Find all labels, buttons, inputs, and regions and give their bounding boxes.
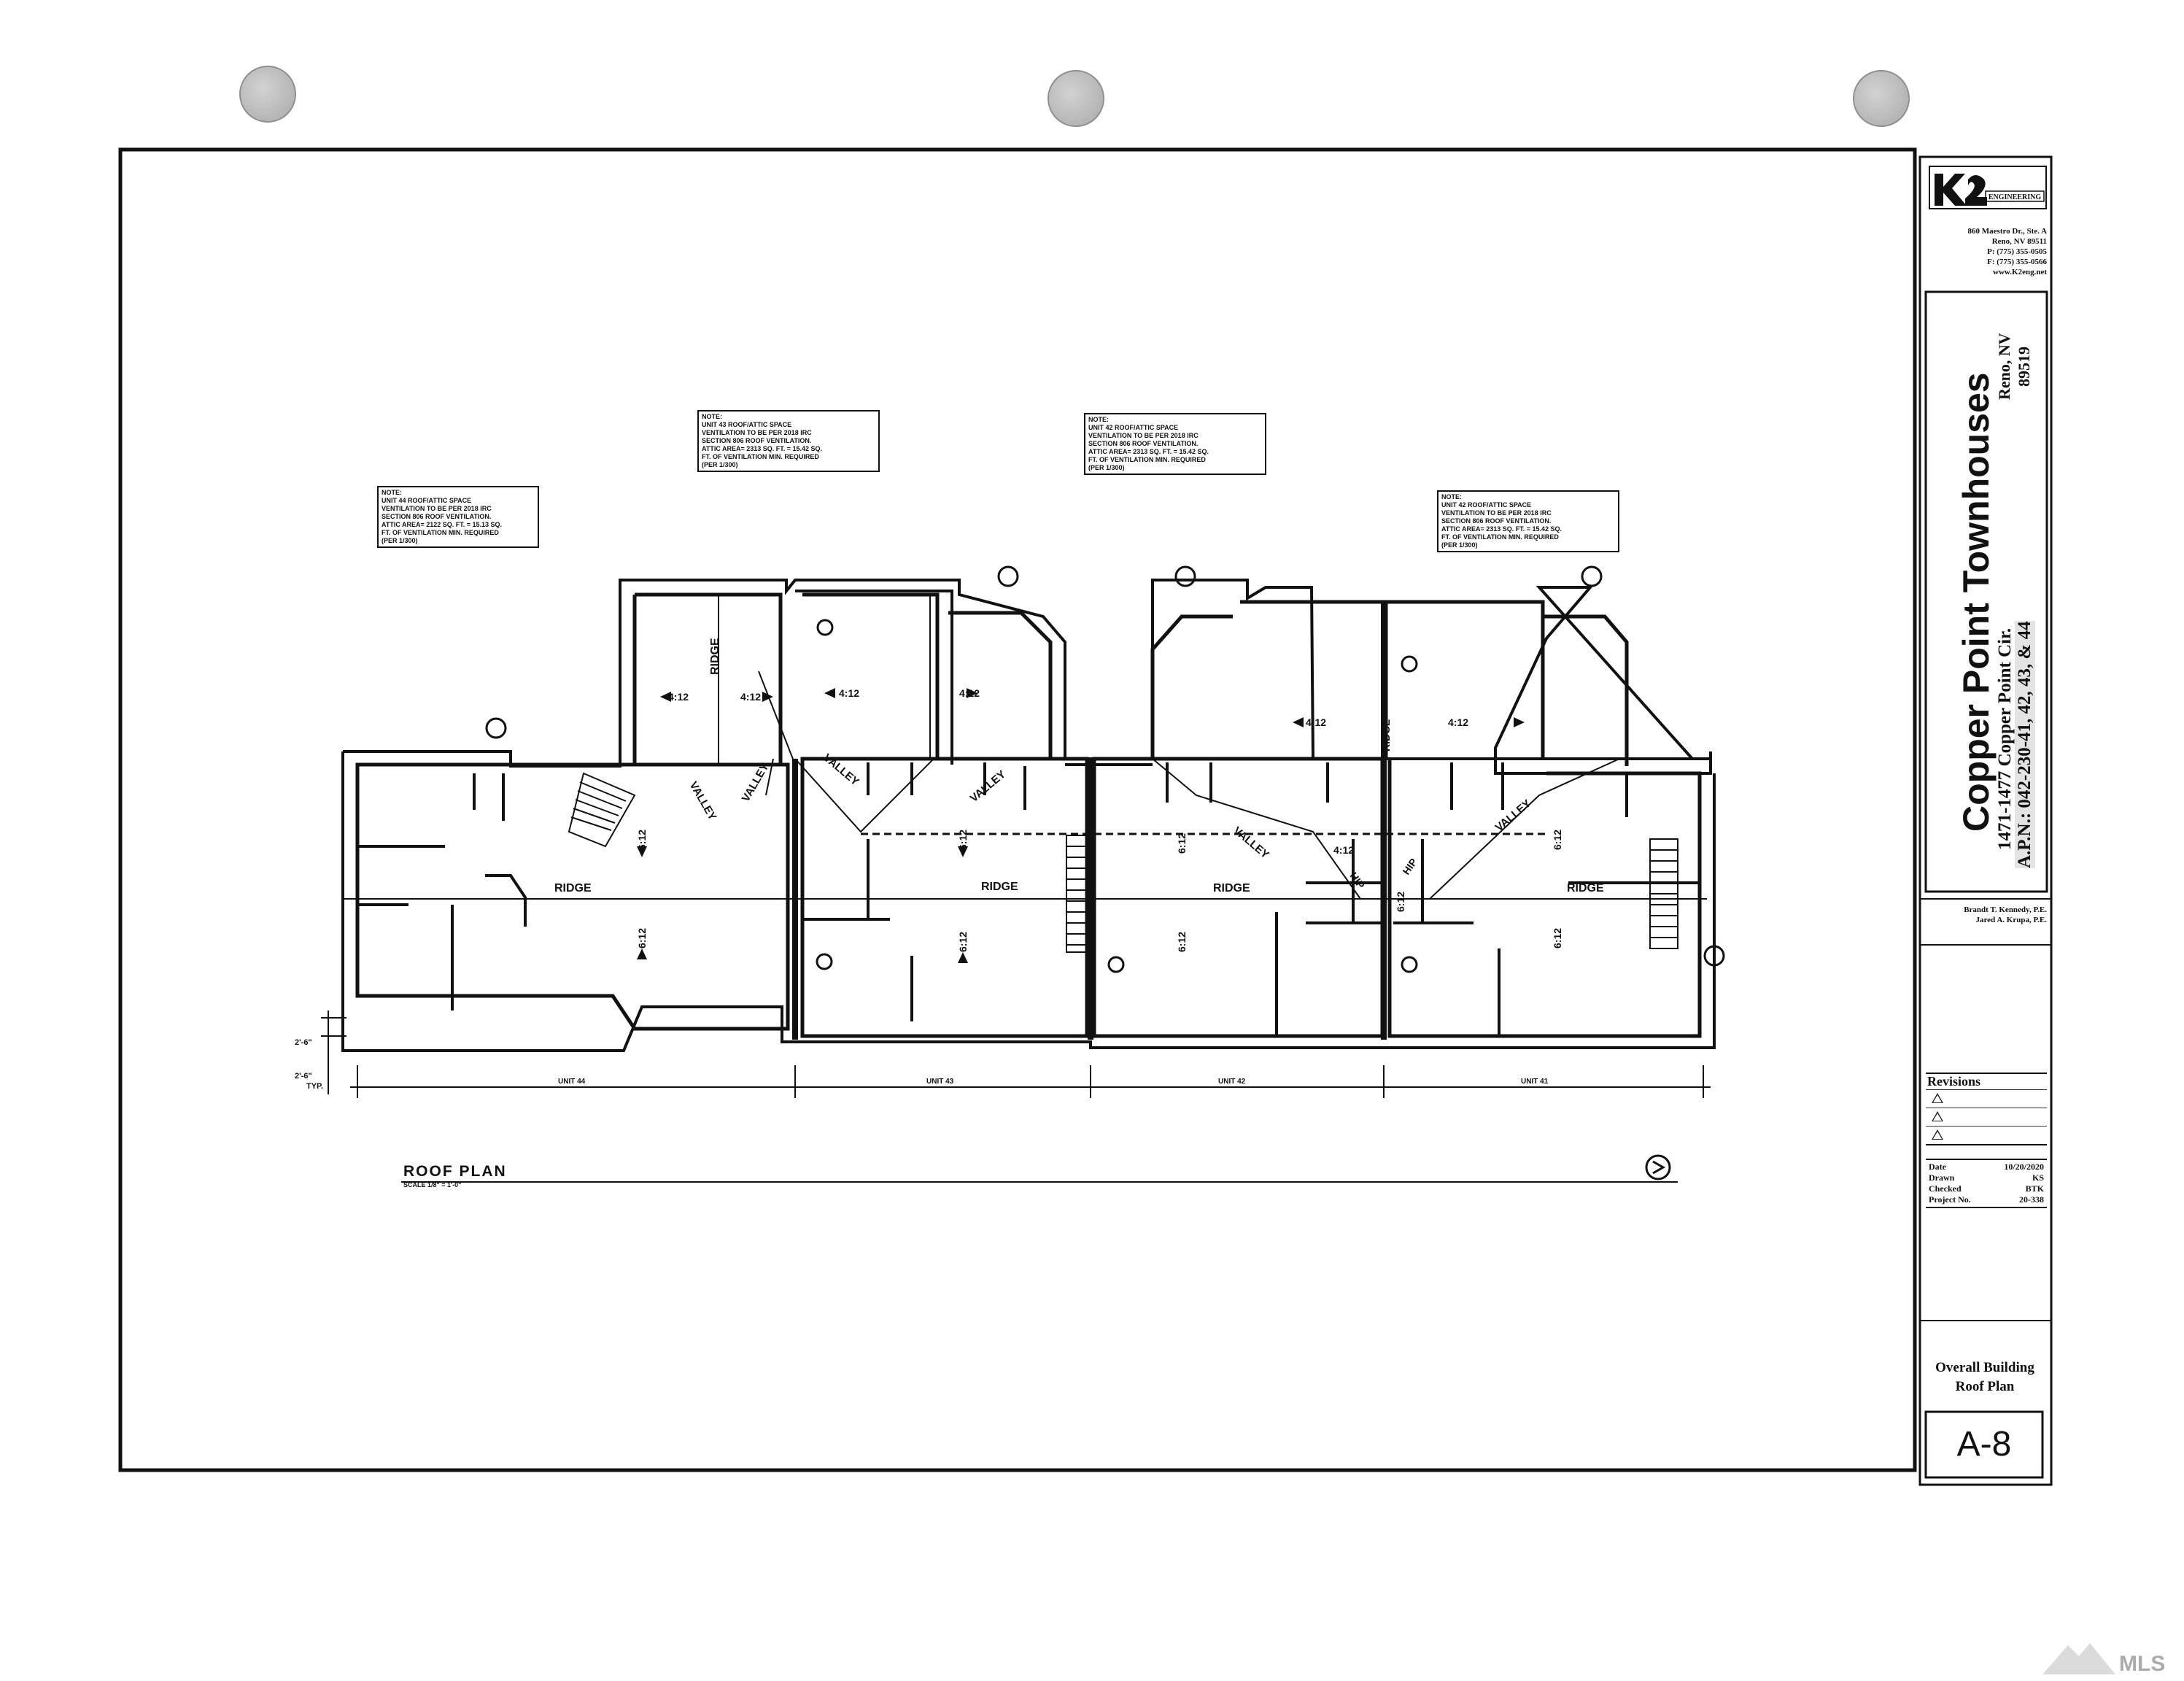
ridge-label: RIDGE (554, 882, 592, 894)
pitch-label: 6:12 (1395, 892, 1406, 912)
project-name: Copper Point Townhouses (1956, 372, 1997, 832)
plan-scale: SCALE 1/8" = 1'-0" (403, 1181, 461, 1189)
ridge-label: RIDGE (981, 881, 1018, 893)
roof-plan (321, 565, 1725, 1183)
pitch-label: 4:12 (1333, 844, 1354, 856)
firm-address-line: 860 Maestro Dr., Ste. A (1967, 227, 2047, 236)
pitch-label: 6:12 (636, 830, 648, 850)
punch-hole-right (1853, 70, 1910, 127)
date-label: Date (1929, 1162, 1946, 1172)
checked-row: Checked BTK (1929, 1183, 2044, 1194)
ridge-label: RIDGE (709, 638, 721, 675)
title-block-frame (1918, 155, 2053, 1486)
pitch-label: 4:12 (839, 687, 859, 699)
project-city: Reno, NV (1995, 333, 2013, 400)
ridge-label: RIDGE (1567, 882, 1604, 894)
drawn-value: KS (2032, 1172, 2044, 1183)
ventilation-note-unit-43: NOTE: UNIT 43 ROOF/ATTIC SPACE VENTILATI… (697, 410, 880, 472)
revisions-table: Revisions (1926, 1073, 2047, 1145)
slope-arrows (637, 688, 1525, 963)
revision-delta-icon (1932, 1129, 1943, 1140)
revisions-label: Revisions (1926, 1074, 2047, 1090)
pitch-label: 6:12 (1552, 830, 1563, 850)
mls-watermark-text: MLS (2119, 1652, 2165, 1676)
ventilation-note-unit-41: NOTE: UNIT 42 ROOF/ATTIC SPACE VENTILATI… (1437, 490, 1619, 552)
overhang-dimension: 2'-6" (295, 1072, 312, 1081)
unit-label: UNIT 43 (926, 1078, 954, 1086)
revision-delta-icon (1932, 1093, 1943, 1103)
ventilation-note-unit-42: NOTE: UNIT 42 ROOF/ATTIC SPACE VENTILATI… (1084, 413, 1266, 475)
firm-address: 860 Maestro Dr., Ste. A Reno, NV 89511 P… (1923, 226, 2047, 277)
revision-row (1926, 1108, 2047, 1127)
pitch-label: 4:12 (740, 691, 761, 703)
hip-label: HIP (1400, 856, 1419, 876)
hip-label: HIP (1348, 870, 1367, 891)
pitch-label: 6:12 (1176, 932, 1188, 952)
checked-value: BTK (2025, 1183, 2044, 1194)
valley-label: VALLEY (740, 761, 772, 804)
project-zip: 89519 (2015, 347, 2033, 387)
sheet-title: Overall Building Roof Plan (1935, 1360, 2034, 1394)
checked-label: Checked (1929, 1183, 1962, 1194)
revision-row (1926, 1090, 2047, 1108)
sheet-number-box (1924, 1410, 2044, 1479)
engineer-name: Brandt T. Kennedy, P.E. (1964, 905, 2047, 914)
valley-label: VALLEY (968, 768, 1008, 805)
valley-label: VALLEY (1493, 797, 1533, 834)
drawn-row: Drawn KS (1929, 1172, 2044, 1183)
engineers: Brandt T. Kennedy, P.E. Jared A. Krupa, … (1923, 905, 2047, 925)
overhang-dimension: 2'-6" (295, 1038, 312, 1047)
pitch-label: 4:12 (959, 687, 980, 699)
project-apn: A.P.N.: 042-230-41, 42, 43, & 44 (2015, 621, 2035, 868)
project-address: 1471-1477 Copper Point Cir. (1995, 627, 2015, 850)
project-no-row: Project No. 20-338 (1929, 1194, 2044, 1205)
ridge-label: RIDGE (1380, 719, 1392, 751)
pitch-label: 6:12 (636, 928, 648, 948)
valley-label: VALLEY (687, 780, 719, 823)
plan-title: ROOF PLAN (403, 1163, 507, 1180)
project-name-box (1924, 290, 2048, 893)
date-row: Date 10/20/2020 (1929, 1162, 2044, 1172)
firm-website: www.K2eng.net (1993, 268, 2047, 277)
unit-label: UNIT 41 (1521, 1078, 1549, 1086)
engineer-name: Jared A. Krupa, P.E. (1975, 916, 2048, 924)
ridge-label: RIDGE (1213, 882, 1250, 894)
mls-watermark: MLS (2042, 1643, 2165, 1676)
unit-label: UNIT 42 (1218, 1078, 1246, 1086)
pitch-label: 4:12 (668, 691, 689, 703)
drawn-label: Drawn (1929, 1172, 1955, 1183)
punch-hole-center (1048, 70, 1104, 127)
pitch-label: 4:12 (1306, 716, 1326, 728)
pitch-label: 6:12 (957, 932, 969, 952)
typ-label: TYP. (306, 1082, 323, 1091)
project-no-value: 20-338 (2019, 1194, 2044, 1205)
sheet-border (118, 147, 1917, 1472)
ventilation-note-unit-44: NOTE: UNIT 44 ROOF/ATTIC SPACE VENTILATI… (377, 486, 539, 548)
svg-text:ENGINEERING: ENGINEERING (1989, 193, 2041, 201)
firm-phone: P: (775) 355-0505 (1987, 247, 2047, 256)
sheet-number: A-8 (1956, 1425, 2012, 1464)
drawing-info: Date 10/20/2020 Drawn KS Checked BTK Projec… (1926, 1159, 2047, 1208)
pitch-label: 6:12 (957, 830, 969, 850)
project-no-label: Project No. (1929, 1194, 1971, 1205)
unit-label: UNIT 44 (558, 1078, 586, 1086)
pitch-label: 4:12 (1448, 716, 1468, 728)
pitch-label: 6:12 (1552, 928, 1563, 948)
firm-fax: F: (775) 355-0566 (1987, 258, 2047, 266)
punch-hole-left (239, 66, 296, 123)
revision-row (1926, 1127, 2047, 1144)
valley-label: VALLEY (1231, 824, 1271, 861)
pitch-label: 6:12 (1176, 833, 1188, 854)
date-value: 10/20/2020 (2004, 1162, 2044, 1172)
revision-delta-icon (1932, 1111, 1943, 1121)
k2-engineering-logo: ENGINEERING (1929, 166, 2047, 209)
firm-address-line: Reno, NV 89511 (1991, 237, 2047, 246)
